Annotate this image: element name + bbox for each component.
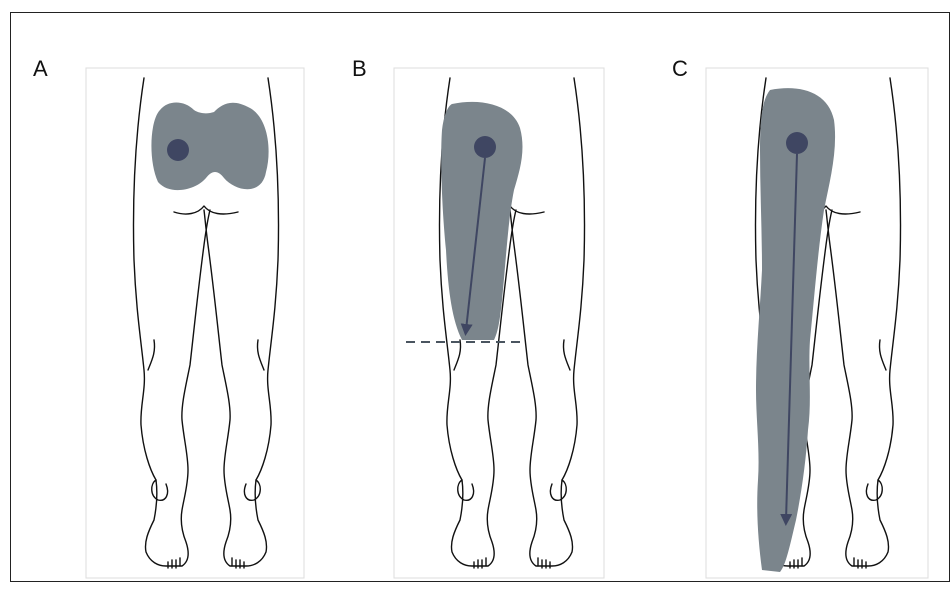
panel-a [86,68,304,578]
panel-b [394,68,604,578]
origin-dot-b [474,136,496,158]
panel-c [706,68,928,578]
origin-dot-a [167,139,189,161]
origin-dot-c [786,132,808,154]
